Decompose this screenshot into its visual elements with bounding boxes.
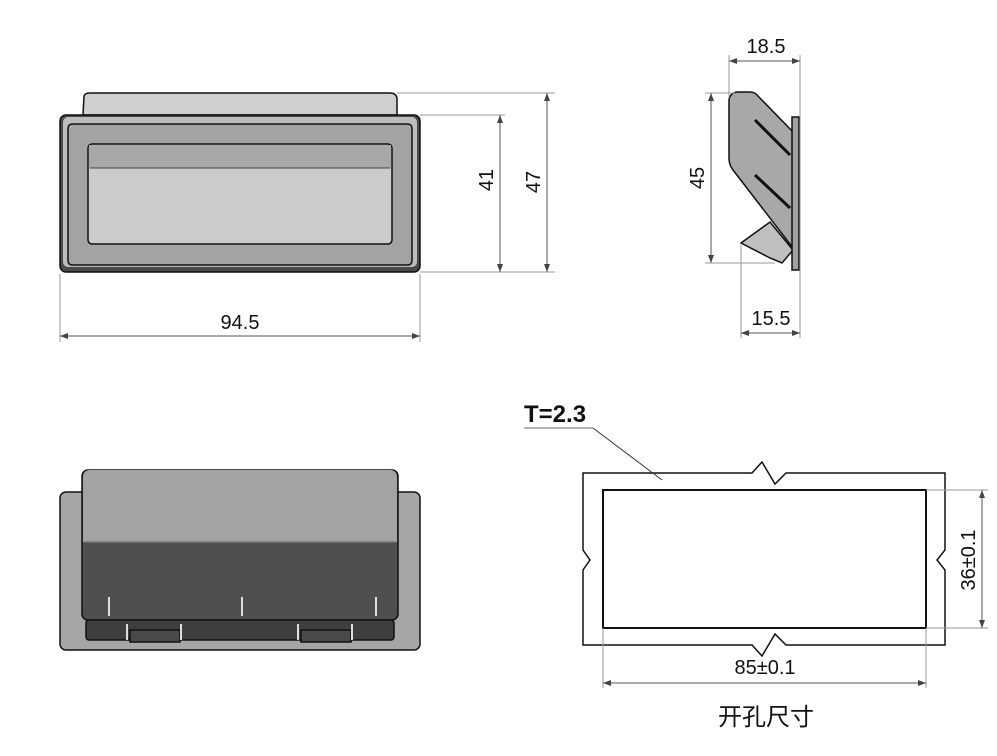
cutout-view: T=2.3 36±0.1 85±0.1 开孔尺寸	[524, 401, 988, 731]
rear-view	[59, 469, 421, 651]
bottom-flap	[739, 220, 794, 264]
side-view: 18.5 45 15.5	[687, 36, 801, 338]
foot	[300, 629, 352, 643]
inner-height-label: 41	[476, 169, 498, 191]
cutout-width-label: 85±0.1	[734, 657, 795, 679]
top-depth-label: 18.5	[747, 36, 786, 58]
top-tab	[82, 92, 398, 116]
side-body	[728, 91, 794, 251]
mounting-plate	[791, 116, 800, 271]
height-label: 45	[687, 167, 709, 189]
foot	[129, 629, 181, 643]
rear-body-top	[83, 470, 397, 542]
rib-marks	[108, 597, 377, 640]
window-shade	[89, 145, 391, 168]
leader-line	[592, 427, 663, 481]
slot	[753, 118, 792, 157]
slot	[753, 173, 792, 210]
outer-height-label: 47	[523, 171, 545, 193]
cutout-caption: 开孔尺寸	[718, 703, 814, 731]
window	[87, 143, 393, 245]
front-view: 94.5 41 47	[59, 92, 555, 342]
bottom-depth-label: 15.5	[752, 308, 791, 330]
cutout-height-label: 36±0.1	[958, 529, 980, 590]
width-label: 94.5	[221, 312, 260, 334]
panel-outline	[582, 460, 946, 658]
thickness-label: T=2.3	[524, 401, 586, 428]
cutout-hole	[602, 489, 927, 629]
